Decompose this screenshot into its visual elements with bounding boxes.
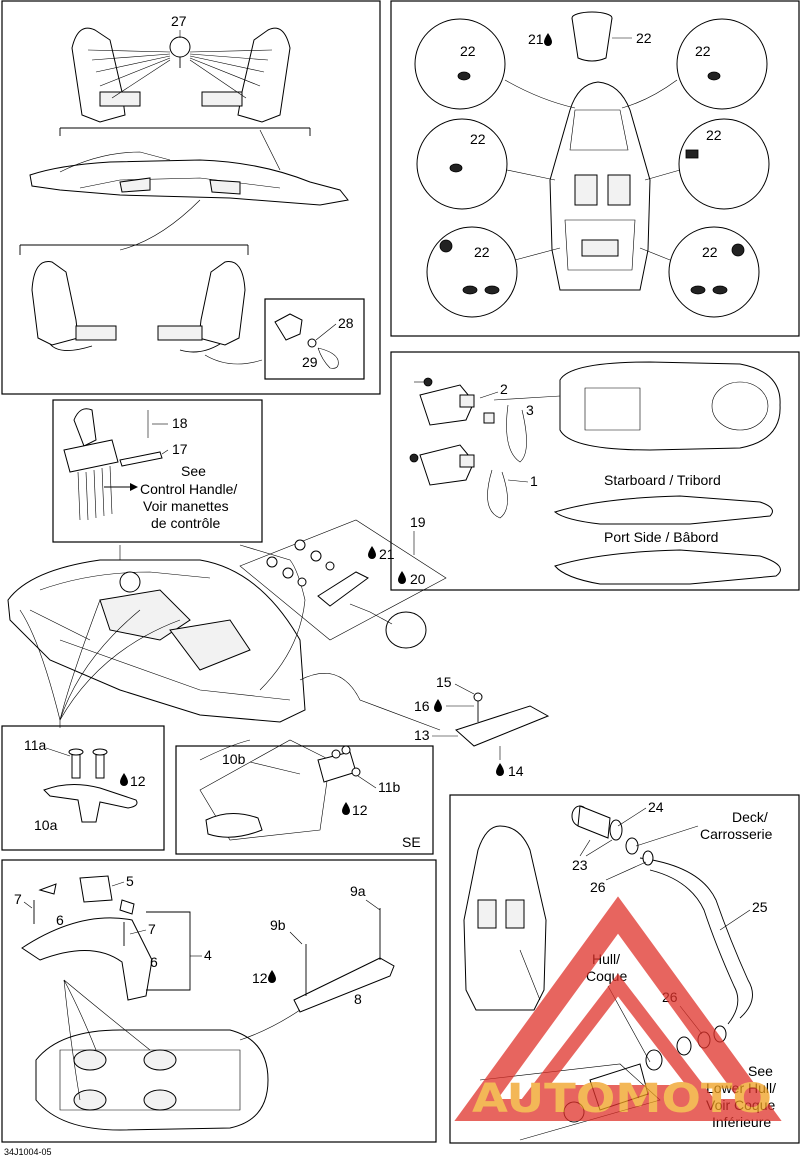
- panel-bottom-right: [449, 794, 800, 1144]
- callout-6-b: 6: [150, 954, 158, 970]
- callout-22-d: 22: [706, 127, 722, 143]
- see-control-handle-line-4: de contrôle: [151, 515, 220, 531]
- panel-fasteners-right: [390, 351, 800, 591]
- callout-12-c: 12: [252, 970, 268, 986]
- grab-handle-4: [21, 875, 153, 1001]
- callout-19: 19: [410, 514, 426, 530]
- callout-26-a: 26: [590, 879, 606, 895]
- panel-28-29-inset: [264, 298, 365, 380]
- callout-11b: 11b: [378, 779, 401, 795]
- panel-10b: [175, 745, 434, 855]
- callout-21: 21: [379, 546, 395, 562]
- detail-circles-storage: [414, 18, 770, 318]
- callout-21-top: 21: [528, 31, 544, 47]
- lubricant-drop-icon: [434, 699, 442, 712]
- grab-handle-8: [293, 908, 395, 1013]
- callout-29: 29: [302, 354, 318, 370]
- callout-9b: 9b: [270, 917, 286, 933]
- callout-24: 24: [648, 799, 664, 815]
- callout-10a: 10a: [34, 817, 58, 833]
- callout-25: 25: [752, 899, 768, 915]
- callout-6-a: 6: [56, 912, 64, 928]
- callout-3: 3: [526, 402, 534, 418]
- see-control-handle-line-2: Control Handle/: [140, 481, 237, 497]
- control-handle-assembly: [63, 408, 163, 521]
- callout-28: 28: [338, 315, 354, 331]
- upper-deck-side-view: [29, 151, 349, 206]
- lubricant-drop-icon: [120, 773, 128, 786]
- callout-22-f: 22: [702, 244, 718, 260]
- callout-16: 16: [414, 698, 430, 714]
- deck-port-side: [554, 549, 781, 585]
- starboard-label: Starboard / Tribord: [604, 472, 721, 488]
- deck-starboard-side: [553, 495, 773, 525]
- fitting-23-24: [571, 805, 654, 866]
- cleat-10a: [43, 748, 138, 823]
- se-label: SE: [402, 834, 421, 850]
- callout-12-b: 12: [352, 802, 368, 818]
- callout-18: 18: [172, 415, 188, 431]
- see-lower-hull-line-1: See: [748, 1063, 773, 1079]
- lubricant-drop-icon: [268, 970, 276, 983]
- lubricant-drop-icon: [544, 33, 552, 46]
- callout-8: 8: [354, 991, 362, 1007]
- deck-label-1: Deck/: [732, 809, 768, 825]
- panel-bottom-left: [1, 859, 437, 1143]
- boat-top-view-hose: [463, 825, 547, 1011]
- callout-7-a: 7: [14, 891, 22, 907]
- callout-14: 14: [508, 763, 524, 779]
- callout-20: 20: [410, 571, 426, 587]
- see-control-handle-line-3: Voir manettes: [143, 498, 229, 514]
- callout-2: 2: [500, 381, 508, 397]
- callout-7-b: 7: [148, 921, 156, 937]
- diagram-id: 34J1004-05: [4, 1147, 52, 1157]
- callout-22-a: 22: [460, 43, 476, 59]
- callout-17: 17: [172, 441, 188, 457]
- callout-9a: 9a: [350, 883, 366, 899]
- boat-interior-top-view: [35, 1029, 269, 1131]
- port-side-label: Port Side / Bâbord: [604, 529, 718, 545]
- watermark-logo: AUTOMOTO: [454, 896, 782, 1122]
- lubricant-drop-icon: [496, 763, 504, 776]
- callout-22-c: 22: [470, 131, 486, 147]
- hose-25: [639, 857, 753, 1025]
- seat-backrest-assembly-top: [71, 27, 291, 123]
- callout-4: 4: [204, 947, 212, 963]
- clip-fasteners: [409, 377, 527, 519]
- panel-10a: [1, 725, 165, 851]
- see-control-handle-line-1: See: [181, 463, 206, 479]
- watermark-text: AUTOMOTO: [472, 1076, 772, 1122]
- callout-27: 27: [171, 13, 187, 29]
- callout-22-e: 22: [474, 244, 490, 260]
- lubricant-drop-icon: [398, 571, 406, 584]
- lubricant-drop-icon: [342, 802, 350, 815]
- callout-10b: 10b: [222, 751, 246, 767]
- callout-12-a: 12: [130, 773, 146, 789]
- deck-top-view-fasteners: [559, 361, 781, 451]
- callout-5: 5: [126, 873, 134, 889]
- panel-top-right: [390, 0, 800, 337]
- boat-top-view-storage: [549, 81, 651, 291]
- callout-23: 23: [572, 857, 588, 873]
- seat-backrest-assembly-bottom: [31, 261, 246, 353]
- footrest-13: [455, 692, 550, 747]
- callout-1: 1: [530, 473, 538, 489]
- callout-22-b: 22: [695, 43, 711, 59]
- cleat-10b: [199, 739, 361, 841]
- inset-28-29: [274, 313, 339, 369]
- callout-11a: 11a: [24, 737, 47, 753]
- panel-top-left: [1, 0, 381, 395]
- callout-15: 15: [436, 674, 452, 690]
- panel-control-handle: [52, 399, 263, 543]
- main-boat-deck: [7, 559, 306, 723]
- callout-13: 13: [414, 727, 430, 743]
- deck-label-2: Carrosserie: [700, 826, 773, 842]
- lubricant-drop-icon: [368, 546, 376, 559]
- cup-holder: [571, 11, 613, 62]
- panel-19-handle: [239, 519, 447, 649]
- callout-22-cup: 22: [636, 30, 652, 46]
